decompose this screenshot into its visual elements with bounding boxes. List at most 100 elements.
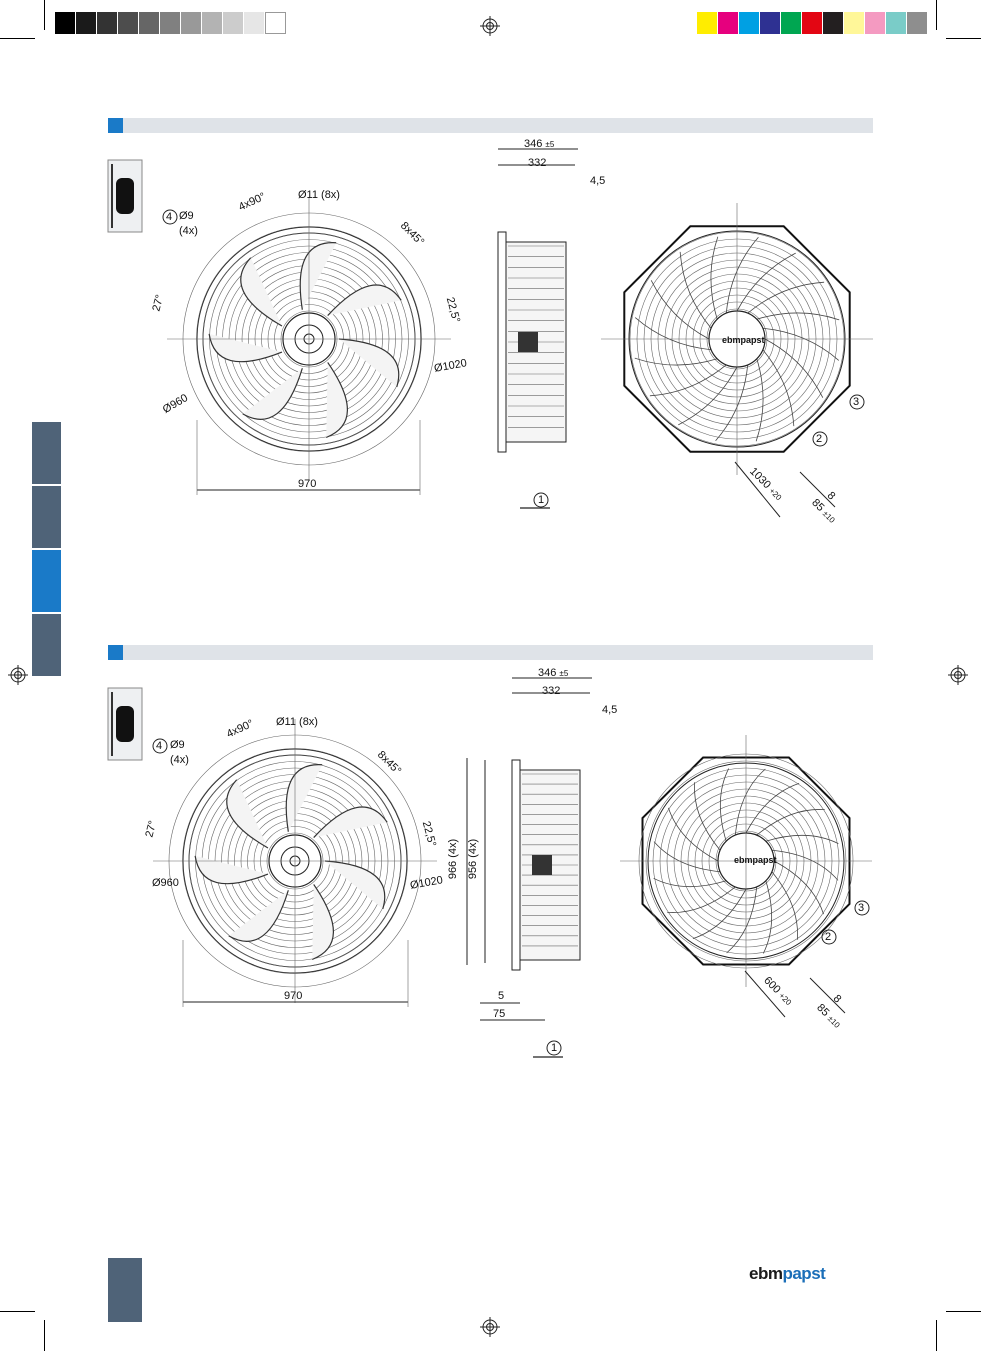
flange-label: 4,5 bbox=[602, 704, 618, 716]
guard-strut bbox=[734, 768, 766, 836]
rear-view-octagon bbox=[623, 225, 851, 453]
dimension-line bbox=[799, 471, 836, 508]
width-970-label: 970 bbox=[298, 478, 317, 490]
callout-3: 3 bbox=[858, 902, 865, 914]
gray-swatch bbox=[181, 12, 202, 34]
guard-strut bbox=[668, 807, 719, 862]
color-swatch bbox=[886, 12, 907, 34]
guard-strut bbox=[679, 251, 712, 329]
holes-label: Ø11 (8x) bbox=[298, 189, 340, 201]
dimension-line bbox=[734, 461, 781, 518]
dimension-line bbox=[744, 970, 786, 1018]
brand-logo: ebmpapst bbox=[749, 1264, 826, 1283]
color-swatch bbox=[739, 12, 760, 34]
offset-75-label: 75 bbox=[493, 1008, 506, 1020]
guard-strut bbox=[719, 768, 730, 842]
guard-strut bbox=[762, 880, 773, 954]
callout-2: 2 bbox=[816, 433, 823, 445]
callout-1: 1 bbox=[551, 1042, 558, 1054]
guard-strut bbox=[692, 888, 747, 939]
section-bar-1 bbox=[108, 118, 873, 133]
guard-strut bbox=[649, 364, 727, 397]
height-956-label: 956 (4x) bbox=[467, 838, 480, 880]
guard-strut bbox=[771, 849, 839, 881]
side-view-motor bbox=[518, 332, 538, 352]
gray-swatch bbox=[244, 12, 265, 34]
guard-strut bbox=[773, 860, 824, 915]
gray-swatch bbox=[160, 12, 181, 34]
color-swatch bbox=[865, 12, 886, 34]
fan-blade bbox=[194, 855, 269, 885]
gray-swatch bbox=[97, 12, 118, 34]
fan-blade bbox=[226, 779, 269, 849]
callout-circle bbox=[854, 900, 870, 916]
guard-strut bbox=[736, 252, 796, 312]
callout-circle bbox=[849, 394, 865, 410]
color-swatch bbox=[760, 12, 781, 34]
fan-blade bbox=[208, 333, 283, 363]
side-view-flange bbox=[497, 231, 507, 453]
fan-blade bbox=[312, 884, 334, 961]
rear-brand-label: ebmpapst bbox=[734, 855, 777, 865]
callout-circle bbox=[812, 431, 828, 447]
guard-strut bbox=[755, 358, 764, 442]
guard-strut bbox=[756, 312, 840, 321]
color-swatch bbox=[844, 12, 865, 34]
section-bar-2 bbox=[108, 645, 873, 660]
guard-strut bbox=[678, 366, 738, 426]
callout-circle bbox=[546, 1040, 562, 1056]
mount-hole-label: Ø9 bbox=[179, 210, 194, 222]
side-view-flange bbox=[511, 759, 521, 971]
guard-strut bbox=[694, 782, 721, 851]
dimension-line bbox=[809, 977, 846, 1014]
color-swatch bbox=[781, 12, 802, 34]
guard-strut bbox=[765, 834, 839, 845]
color-swatch bbox=[802, 12, 823, 34]
fan-blade bbox=[228, 890, 289, 942]
color-swatch bbox=[823, 12, 844, 34]
fan-blade bbox=[313, 806, 388, 838]
callout-circle bbox=[533, 492, 549, 508]
gray-swatch bbox=[139, 12, 160, 34]
depth-total-label: 346 ±5 bbox=[524, 138, 555, 150]
fan-blade bbox=[242, 368, 303, 420]
fan-thumbnail-icon bbox=[116, 706, 134, 742]
callout-circle bbox=[152, 738, 168, 754]
depth-inner-label: 332 bbox=[528, 157, 547, 169]
fan-blade bbox=[324, 860, 386, 910]
gray-swatch bbox=[202, 12, 223, 34]
guard-strut bbox=[726, 886, 758, 954]
height-966-label: 966 (4x) bbox=[447, 838, 460, 880]
color-swatch-strip bbox=[697, 12, 928, 34]
gray-swatch-strip bbox=[55, 12, 286, 34]
holes-label: Ø11 (8x) bbox=[276, 716, 318, 728]
color-swatch bbox=[697, 12, 718, 34]
rear-view-octagon bbox=[641, 756, 851, 966]
callout-circle bbox=[162, 209, 178, 225]
callout-1: 1 bbox=[538, 494, 545, 506]
footer-tab bbox=[108, 1258, 142, 1322]
width-970-label: 970 bbox=[284, 990, 303, 1002]
side-tab-3-active bbox=[32, 550, 61, 612]
side-tab-4 bbox=[32, 614, 61, 676]
guard-strut bbox=[650, 280, 710, 340]
guard-strut bbox=[747, 281, 825, 314]
guard-strut bbox=[710, 236, 719, 320]
callout-circle bbox=[821, 929, 837, 945]
mount-hole-qty: (4x) bbox=[179, 225, 198, 237]
fan-blade bbox=[338, 338, 400, 388]
gray-swatch bbox=[118, 12, 139, 34]
callout-2: 2 bbox=[825, 931, 832, 943]
color-swatch bbox=[907, 12, 928, 34]
fan-blade bbox=[327, 284, 402, 316]
fan-blade bbox=[240, 257, 283, 327]
guard-strut bbox=[771, 871, 798, 940]
gray-swatch bbox=[265, 12, 286, 34]
guard-strut bbox=[667, 886, 736, 913]
depth-total-label: 346 ±5 bbox=[538, 667, 569, 679]
guard-strut bbox=[634, 317, 712, 351]
mount-hole-label: Ø9 bbox=[170, 739, 185, 751]
guard-strut bbox=[762, 349, 795, 427]
guard-strut bbox=[745, 783, 800, 834]
